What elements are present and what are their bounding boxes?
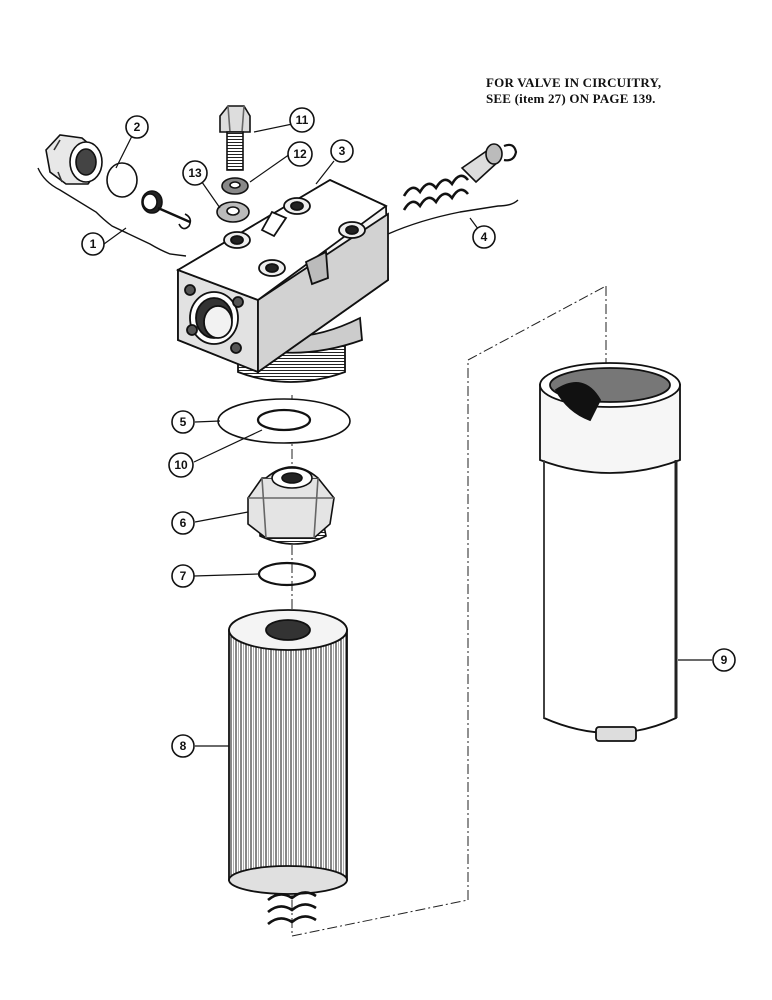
callout-2-label: 2 bbox=[134, 120, 141, 134]
part-11-bolt bbox=[219, 105, 251, 171]
callout-2: 2 bbox=[125, 115, 149, 139]
callout-8-label: 8 bbox=[180, 739, 187, 753]
reference-note-line-1: FOR VALVE IN CIRCUITRY, bbox=[486, 75, 662, 90]
part-1-check-valve bbox=[37, 134, 192, 257]
callout-13-label: 13 bbox=[188, 166, 202, 180]
callout-7-label: 7 bbox=[180, 569, 187, 583]
part-5-gasket bbox=[217, 398, 351, 444]
callout-1-label: 1 bbox=[90, 237, 97, 251]
callout-6-label: 6 bbox=[180, 516, 187, 530]
callout-5-label: 5 bbox=[180, 415, 187, 429]
callout-11: 11 bbox=[289, 107, 315, 133]
part-12-lock-washer bbox=[221, 177, 249, 195]
part-8-filter-element bbox=[228, 609, 348, 926]
callout-5: 5 bbox=[171, 410, 195, 434]
part-13-washer bbox=[216, 201, 250, 223]
part-9-filter-bowl bbox=[539, 362, 681, 742]
reference-note-line-2: SEE (item 27) ON PAGE 139. bbox=[486, 91, 656, 106]
callout-4-label: 4 bbox=[481, 230, 488, 244]
callout-7: 7 bbox=[171, 564, 195, 588]
callout-9-label: 9 bbox=[721, 653, 728, 667]
callout-6: 6 bbox=[171, 511, 195, 535]
part-10-o-ring bbox=[256, 408, 312, 432]
part-7-o-ring bbox=[257, 561, 317, 587]
callout-8: 8 bbox=[171, 734, 195, 758]
callout-10-label: 10 bbox=[174, 458, 188, 472]
callout-9: 9 bbox=[712, 648, 736, 672]
callout-3: 3 bbox=[330, 139, 354, 163]
part-4-relief-valve bbox=[387, 143, 519, 235]
callout-4: 4 bbox=[472, 225, 496, 249]
part-3-filter-head bbox=[175, 178, 389, 383]
callout-12: 12 bbox=[287, 141, 313, 167]
callout-3-label: 3 bbox=[339, 144, 346, 158]
part-6-adapter bbox=[247, 466, 335, 545]
callout-1: 1 bbox=[81, 232, 105, 256]
callout-13: 13 bbox=[182, 160, 208, 186]
callout-10: 10 bbox=[168, 452, 194, 478]
callout-12-label: 12 bbox=[293, 147, 307, 161]
callout-11-label: 11 bbox=[296, 113, 309, 127]
reference-note: FOR VALVE IN CIRCUITRY, SEE (item 27) ON… bbox=[486, 75, 661, 107]
